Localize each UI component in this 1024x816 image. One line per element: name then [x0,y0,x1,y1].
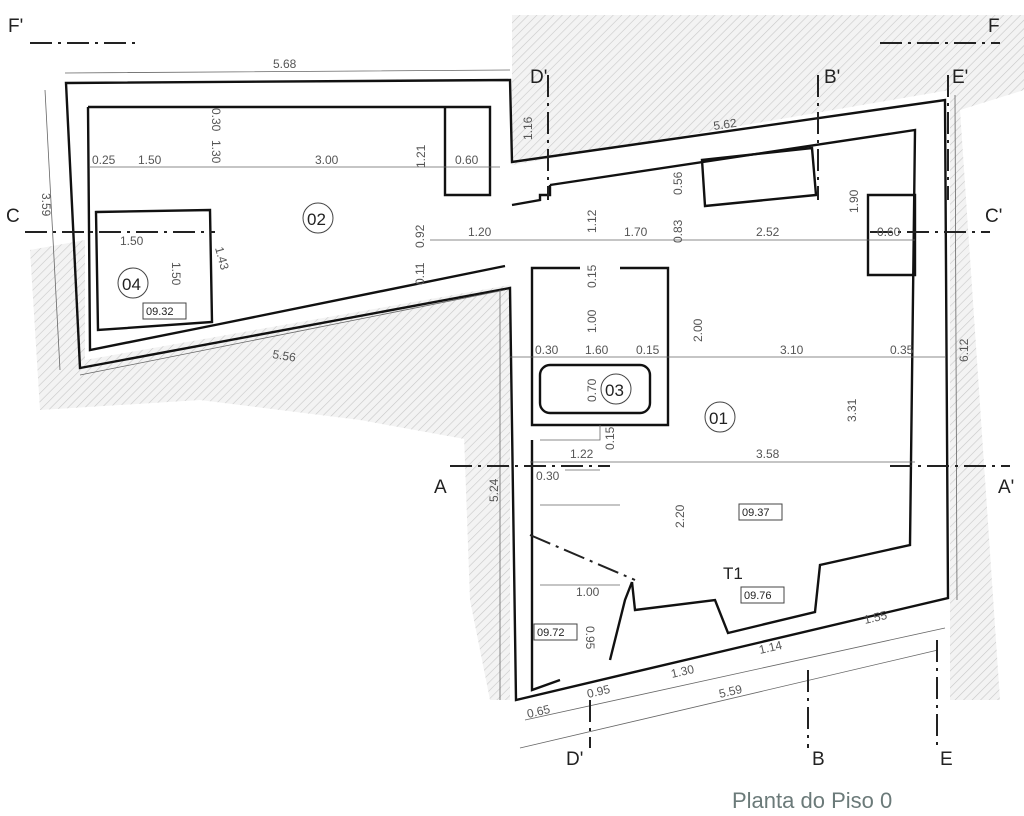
dimension-label: 0.15 [585,264,599,288]
dimension-label: 0.30 [536,469,560,483]
section-label-a-left: A [434,477,447,498]
dimension-label: 0.30 [535,343,559,357]
dimension-label: 0.15 [636,343,660,357]
section-label-b-bottom: B [812,749,825,770]
dimension-label: 1.30 [209,140,223,164]
dimension-label: 1.00 [585,309,599,333]
dimension-label: 0.95 [586,682,612,701]
level-tag-04: 09.32 [146,306,174,318]
section-label-e-bottom: E [940,749,953,770]
dimension-label: 6.12 [957,338,971,362]
section-lines [25,42,1010,748]
dimension-label: 0.60 [877,225,901,239]
section-label-d-bottom: D' [566,749,583,770]
section-label-f-left: F' [8,16,23,37]
dimension-label: 3.00 [315,153,339,167]
dimension-label: 5.59 [718,682,744,701]
dimension-label: 1.30 [670,662,696,681]
dimension-label: 2.52 [756,225,780,239]
dimension-label: 3.31 [845,398,859,422]
dimension-label: 5.56 [272,347,298,365]
dimension-lines [44,69,958,749]
dimension-label: 1.70 [624,225,648,239]
dimension-label: 3.10 [780,343,804,357]
dimension-label: 1.22 [570,447,594,461]
dimension-label: 0.65 [526,702,552,721]
dimension-label: 5.24 [487,478,501,502]
dimension-label: 1.21 [414,144,428,168]
dimension-label: 1.00 [576,585,600,599]
walls [64,78,950,702]
level-tag-01: 09.37 [742,507,770,519]
room-04-label: 04 [122,275,141,294]
level-tag-t1: 09.76 [744,590,772,602]
door-t1-label: T1 [723,564,743,583]
dimension-labels: 5.68 0.30 1.30 0.25 1.50 3.00 1.21 0.60 … [39,57,971,721]
dimension-label: 5.68 [273,57,297,71]
room-03-label: 03 [605,381,624,400]
dimension-label: 1.16 [521,116,535,140]
section-label-e-top: E' [952,67,968,88]
dimension-label: 5.62 [712,116,737,133]
room-labels: 02 04 03 01 T1 [117,202,743,583]
section-label-f-right: F [988,16,1000,37]
plan-title: Planta do Piso 0 [732,788,893,813]
dimension-label: 0.15 [603,426,617,450]
dimension-label: 0.35 [890,343,914,357]
dimension-label: 0.11 [413,262,427,285]
level-tag-stairs: 09.72 [537,627,565,639]
dimension-label: 1.43 [212,245,232,271]
section-label-c-right: C' [985,206,1002,227]
section-labels: F' F C C' A A' D' B' E' D' B E [6,16,1014,770]
dimension-label: 1.50 [120,234,144,248]
dimension-label: 1.60 [585,343,609,357]
dimension-label: 0.25 [92,153,116,167]
dimension-label: 0.70 [585,378,599,402]
dimension-label: 0.83 [671,219,685,243]
dimension-label: 0.95 [583,626,597,650]
level-tags: 09.32 09.37 09.76 09.72 [142,302,785,641]
dimension-label: 2.00 [691,318,705,342]
room-02-label: 02 [307,210,326,229]
room-01-label: 01 [709,409,728,428]
dimension-label: 1.20 [468,225,492,239]
section-label-a-right: A' [998,477,1014,498]
terrain-hatch [30,15,1024,700]
dimension-label: 1.14 [758,638,784,657]
dimension-label: 1.55 [863,608,889,627]
dimension-label: 1.50 [169,262,183,286]
section-label-c-left: C [6,206,20,227]
dimension-label: 0.60 [455,153,479,167]
dimension-label: 3.58 [756,447,780,461]
section-label-d-top: D' [530,67,547,88]
section-label-b-top: B' [824,67,840,88]
dimension-label: 1.50 [138,153,162,167]
dimension-label: 1.90 [847,189,861,213]
dimension-label: 0.30 [209,108,223,132]
dimension-label: 0.92 [413,224,427,248]
dimension-label: 0.56 [671,171,685,195]
dimension-label: 2.20 [673,504,687,528]
dimension-label: 1.12 [585,209,599,233]
dimension-label: 3.59 [39,193,53,217]
